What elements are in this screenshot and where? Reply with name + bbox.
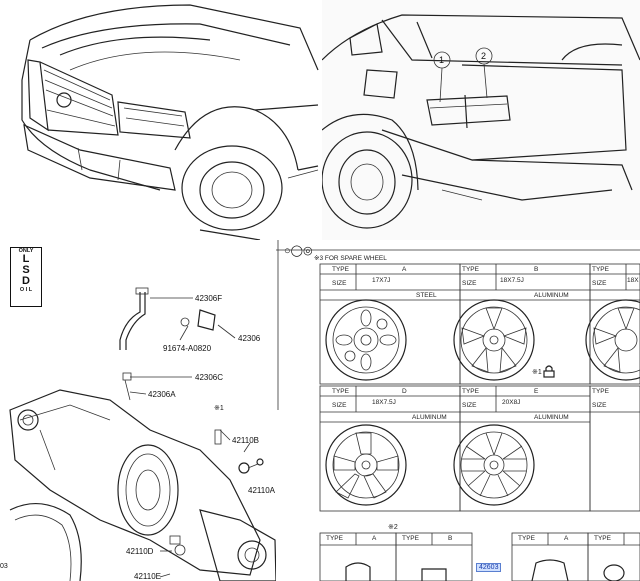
row1-c-type-label: TYPE <box>592 266 609 273</box>
wheel-d <box>325 424 407 506</box>
padlock-icon <box>543 365 555 378</box>
cap-h-type-1: TYPE <box>326 535 343 542</box>
row1-a-type: A <box>402 266 407 273</box>
part-91674-a0820: 91674-A0820 <box>163 344 212 353</box>
wheel-chart-panel: ○◯◎ ※3 FOR SPARE WHEEL <box>276 240 640 515</box>
lsd-badge-oil: O I L <box>19 287 33 293</box>
row2-d-size: 18X7.5J <box>372 399 396 406</box>
cap-chart-panel: ※2 TYPE A TYPE B 42603 TYPE A TYPE <box>318 515 640 581</box>
rear-vehicle-drawing <box>322 14 640 229</box>
wheel-chart-top-icons: ○◯◎ <box>284 245 313 257</box>
row1-c-size: 18X <box>627 277 639 284</box>
lsd-only-badge: ONLY L S D O I L <box>10 247 42 307</box>
row1-a-size: 17X7J <box>372 277 391 284</box>
lock-note: ※1 <box>532 369 542 376</box>
rear-vehicle-panel: 1 2 <box>322 0 640 240</box>
part-42306c: 42306C <box>195 373 224 382</box>
lsd-badge-l: L <box>22 253 30 265</box>
row1-b-material: ALUMINUM <box>534 292 569 299</box>
row1-b-type: B <box>534 266 539 273</box>
front-vehicle-drawing <box>21 4 319 240</box>
row2-e-type: E <box>534 388 539 395</box>
row2-f-type-label: TYPE <box>592 388 609 395</box>
row2-d-type: D <box>402 388 407 395</box>
row2-d-type-label: TYPE <box>332 388 349 395</box>
wheel-b <box>453 299 535 381</box>
cap-h-a-1: A <box>372 535 377 542</box>
front-vehicle-panel <box>0 0 322 240</box>
cap-h-type-4: TYPE <box>594 535 611 542</box>
cap-h-type-3: TYPE <box>518 535 535 542</box>
cap-h-type-2: TYPE <box>402 535 419 542</box>
row2-e-type-label: TYPE <box>462 388 479 395</box>
cap-h-a-2: A <box>564 535 569 542</box>
row1-b-type-label: TYPE <box>462 266 479 273</box>
wheel-e <box>453 424 535 506</box>
wheel-a <box>325 299 407 381</box>
part-42110d: 42110D <box>126 547 154 556</box>
axle-drawing <box>9 287 276 581</box>
lsd-badge-s: S <box>22 264 30 276</box>
row2-d-material: ALUMINUM <box>412 414 447 421</box>
row1-a-material: STEEL <box>416 292 437 299</box>
spare-wheel-note: ※3 FOR SPARE WHEEL <box>314 255 387 262</box>
cap-h-b: B <box>448 535 453 542</box>
row1-a-type-label: TYPE <box>332 266 349 273</box>
row2-e-size-label: SIZE <box>462 402 477 409</box>
note-1: ※1 <box>214 405 224 412</box>
wheel-chart-grid <box>276 240 640 512</box>
row1-b-size: 18X7.5J <box>500 277 524 284</box>
part-42306: 42306 <box>238 334 261 343</box>
cap-chart-grid <box>319 532 640 581</box>
row2-e-size: 20X8J <box>502 399 521 406</box>
lsd-badge-d: D <box>22 275 30 287</box>
row2-e-material: ALUMINUM <box>534 414 569 421</box>
callout-2: 2 <box>481 51 487 61</box>
axle-panel: ONLY L S D O I L <box>0 240 276 581</box>
cap-chart-note: ※2 <box>388 524 398 531</box>
row1-a-size-label: SIZE <box>332 280 347 287</box>
part-42110e: 42110E <box>134 572 161 581</box>
callout-1: 1 <box>439 55 445 65</box>
wheel-c <box>585 299 640 381</box>
row2-d-size-label: SIZE <box>332 402 347 409</box>
row1-c-size-label: SIZE <box>592 280 607 287</box>
part-42306f: 42306F <box>195 294 223 303</box>
part-42306a: 42306A <box>148 390 176 399</box>
page-ref-03: 03 <box>0 563 8 570</box>
part-42110a: 42110A <box>248 486 275 495</box>
part-42110b: 42110B <box>232 436 259 445</box>
cap-part-number: 42603 <box>476 563 502 572</box>
row2-f-size-label: SIZE <box>592 402 607 409</box>
lsd-badge-only: ONLY <box>18 248 34 254</box>
row1-b-size-label: SIZE <box>462 280 477 287</box>
